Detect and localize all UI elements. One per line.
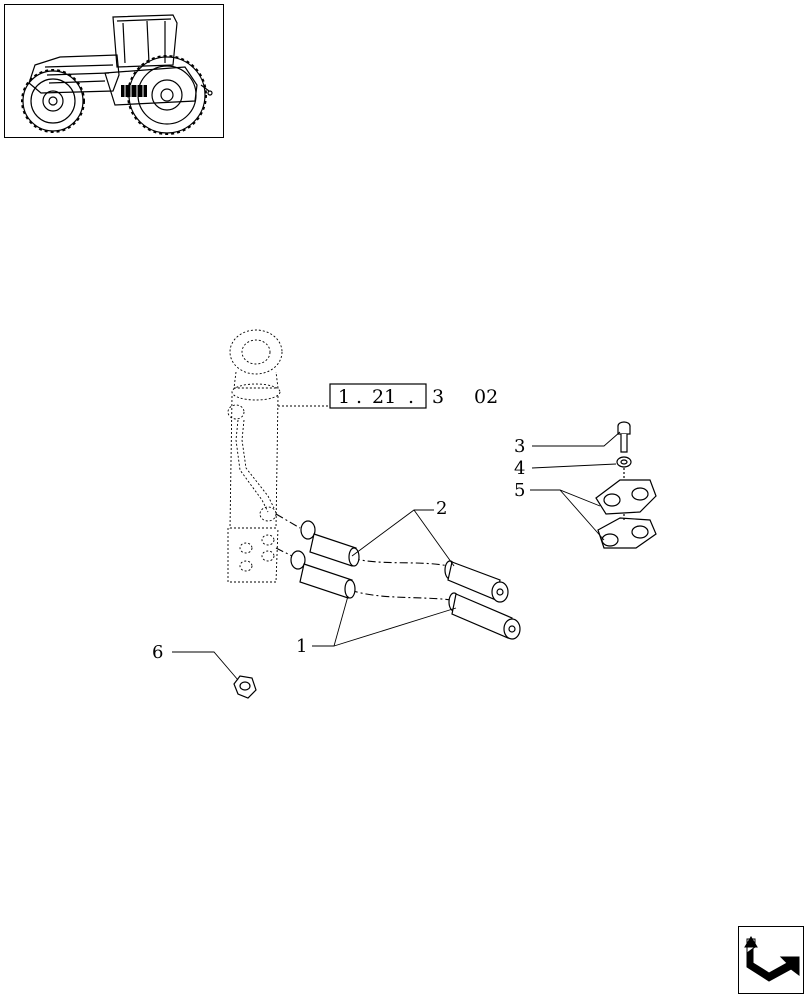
callout-5: 5 <box>514 480 525 501</box>
callout-6: 6 <box>152 642 163 663</box>
tractor-icon <box>21 14 213 135</box>
reference-code-suffix-a: 3 <box>432 386 444 408</box>
reference-code-part-a: 1 <box>338 386 350 408</box>
callout-3: 3 <box>514 436 525 457</box>
reference-code-suffix-b: 02 <box>474 386 498 408</box>
leader-lines <box>172 431 621 681</box>
svg-text:.: . <box>408 386 414 408</box>
hose-clamp <box>595 468 657 549</box>
lift-cylinder-outline <box>227 329 283 583</box>
hose-fitting-upper-left <box>300 520 360 567</box>
washer <box>616 456 632 468</box>
tractor-thumbnail <box>4 4 224 138</box>
reference-box: 1 . 21 . 3 02 <box>329 383 498 409</box>
callout-2: 2 <box>436 498 447 519</box>
callout-1: 1 <box>296 636 307 657</box>
return-arrow-icon <box>744 936 800 982</box>
callout-4: 4 <box>514 458 525 479</box>
svg-text:.: . <box>356 386 362 408</box>
reference-code-part-b: 21 <box>372 386 396 408</box>
hose-fitting-lower-right <box>448 592 521 640</box>
screw <box>617 421 631 453</box>
plug <box>233 675 257 699</box>
hose-fitting-lower-left <box>290 550 356 599</box>
return-button[interactable] <box>738 926 804 994</box>
hose-fitting-upper-right <box>444 560 509 603</box>
hose-fittings <box>290 520 521 640</box>
